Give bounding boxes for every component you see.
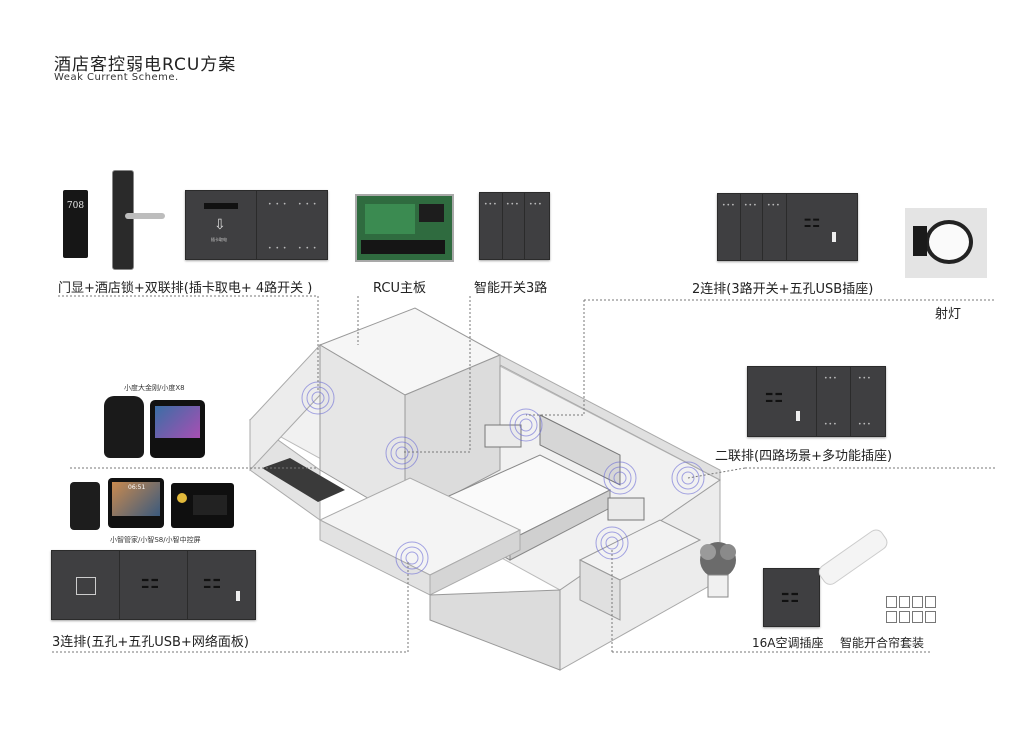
network-port-icon	[76, 577, 96, 595]
label-curtain: 智能开合帘套装	[840, 636, 925, 650]
screen-time: 06:51	[128, 484, 146, 491]
label-scene2: 二联排(四路场景+多功能插座)	[715, 449, 893, 464]
card-switch-panel: ⇩ 插卡取电 • • • • • • • • • • • •	[185, 190, 328, 260]
label-speakers-bottom: 小智管家/小智S8/小智中控屏	[110, 536, 201, 544]
rcu-board	[355, 194, 454, 262]
hotel-lock	[112, 170, 134, 270]
spotlight	[905, 208, 987, 278]
bathroom-wall-right	[404, 354, 501, 521]
page-title: 酒店客控弱电RCU方案	[54, 55, 237, 75]
label-switch3: 智能开关3路	[474, 281, 548, 296]
signal-rings	[301, 381, 705, 575]
label-panel3: 3连排(五孔+五孔USB+网络面板)	[52, 635, 249, 650]
usb-socket-icon: ⚏	[202, 569, 222, 594]
arrow-down-icon: ⇩	[214, 217, 226, 233]
two-gang-panel: ••• ••• ••• ⚏	[717, 193, 858, 261]
label-spotlight: 射灯	[935, 307, 962, 322]
xiaozhi-speaker	[70, 482, 100, 530]
label-speakers-top: 小度大金刚/小度X8	[124, 384, 185, 392]
xiaodu-speaker	[104, 396, 144, 458]
card-slot	[204, 203, 238, 209]
label-door-group: 门显+酒店锁+双联排(插卡取电+ 4路开关 )	[58, 281, 313, 296]
curtain-remote-icons	[886, 596, 938, 624]
socket-icon: ⚏	[764, 383, 784, 408]
xiaozhi-s8: 06:51	[108, 478, 164, 528]
socket-icon: ⚏	[140, 569, 160, 594]
xiaodu-screen	[150, 400, 205, 458]
leader-lines	[52, 295, 995, 653]
socket-icon: ⚏	[803, 208, 821, 232]
door-number: 708	[66, 201, 85, 211]
nightstand-right	[607, 497, 645, 521]
label-panel2: 2连排(3路开关+五孔USB插座)	[692, 282, 874, 297]
three-gang-panel: ⚏ ⚏	[51, 550, 256, 620]
page-subtitle: Weak Current Scheme.	[54, 72, 179, 83]
ac-socket-panel: ⚏	[763, 568, 820, 627]
socket-icon: ⚏	[780, 583, 800, 608]
door-number-sign: 708	[63, 190, 88, 258]
card-slot-label: 插卡取电	[211, 237, 227, 242]
scene-socket-panel: ⚏ ••• ••• ••• •••	[747, 366, 886, 437]
desk	[262, 458, 345, 502]
smart-switch-3way: ••• ••• •••	[479, 192, 550, 260]
nightstand-left	[484, 424, 522, 448]
xiaozhi-control-screen	[171, 483, 234, 528]
lock-handle	[125, 213, 165, 219]
label-rcu: RCU主板	[373, 281, 426, 296]
label-ac-socket: 16A空调插座	[752, 636, 824, 650]
